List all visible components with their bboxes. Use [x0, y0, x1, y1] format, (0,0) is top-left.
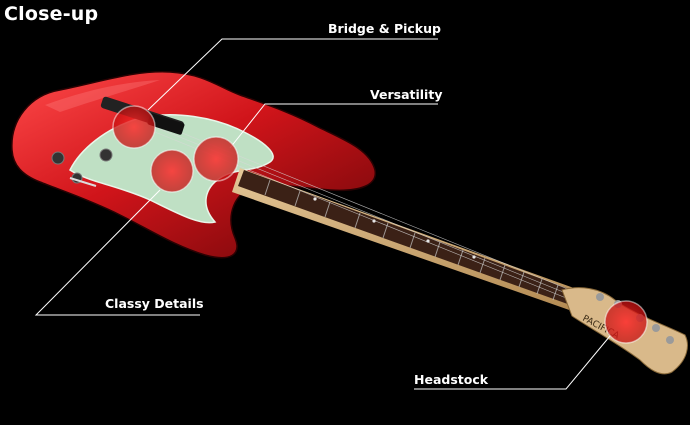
- leader-lines: [34, 38, 611, 390]
- hotspots: [112, 105, 648, 344]
- headstock-leader-line: [414, 335, 611, 390]
- versatility-leader-line: [229, 103, 438, 149]
- bridge-pickup-hotspot[interactable]: [112, 105, 156, 149]
- page-title: Close-up: [4, 3, 99, 25]
- classy-details-hotspot[interactable]: [150, 149, 194, 193]
- headstock-hotspot[interactable]: [604, 300, 648, 344]
- versatility-label[interactable]: Versatility: [370, 87, 443, 102]
- bridge-pickup-label[interactable]: Bridge & Pickup: [328, 21, 441, 36]
- classy-details-label[interactable]: Classy Details: [105, 296, 204, 311]
- headstock-label[interactable]: Headstock: [414, 372, 489, 387]
- classy-leader-line: [34, 189, 200, 316]
- versatility-hotspot[interactable]: [193, 136, 239, 182]
- bridge-leader-line: [147, 38, 438, 111]
